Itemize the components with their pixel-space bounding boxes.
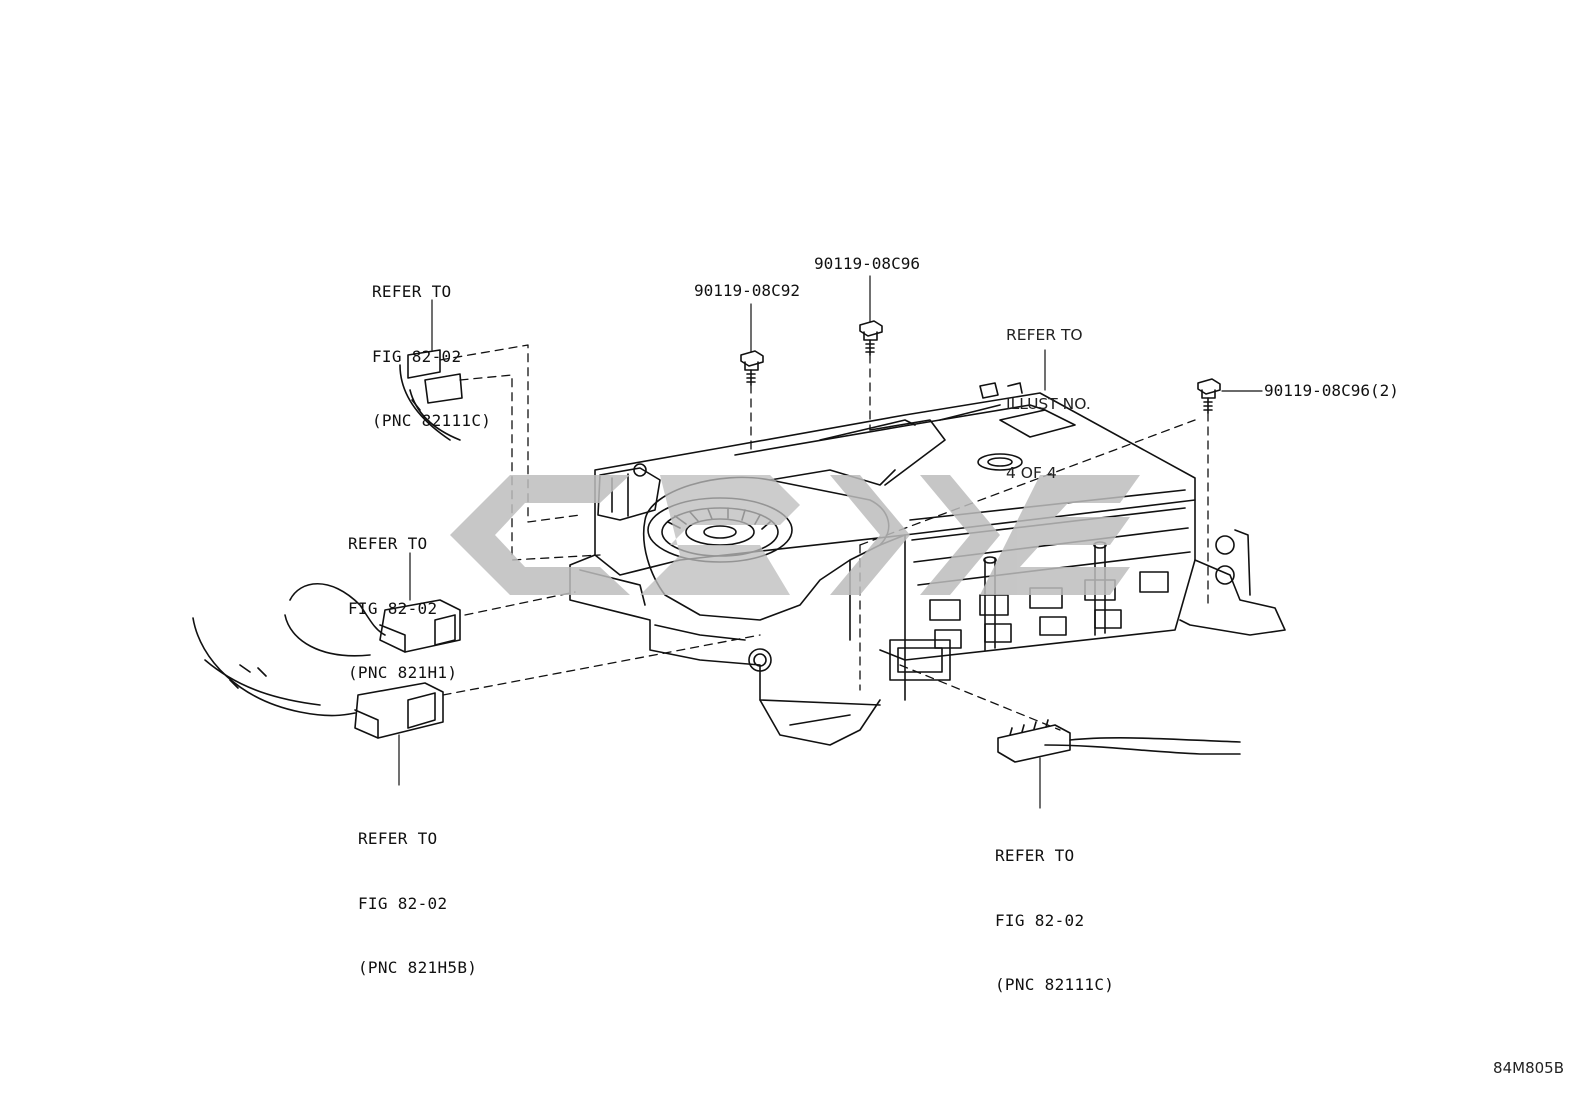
callout-line: (PNC 821H5B) xyxy=(358,958,478,977)
callout-line: REFER TO xyxy=(348,534,428,553)
callout-line: (PNC 82111C) xyxy=(995,975,1115,994)
callout-line: FIG 82-02 xyxy=(358,893,448,913)
callout-line: FIG 82-02 xyxy=(348,598,438,618)
callout-refer-illust: REFER TO ILLUST NO. 4 OF 4 xyxy=(1006,278,1091,531)
callout-refer-fig-bottom-left: REFER TO FIG 82-02 (PNC 821H5B) xyxy=(358,785,477,1022)
callout-line: REFER TO xyxy=(372,282,452,301)
callout-refer-fig-mid-left: REFER TO FIG 82-02 (PNC 821H1) xyxy=(348,490,457,727)
callout-line: (PNC 82111C) xyxy=(372,411,492,430)
callout-line: FIG 82-02 xyxy=(372,346,462,366)
bolt-right xyxy=(1197,378,1221,414)
callout-line: ILLUST NO. xyxy=(1006,395,1091,413)
part-number-bolt-right[interactable]: 90119-08C96(2) xyxy=(1264,381,1399,400)
bolt-left xyxy=(740,350,764,386)
part-number-bolt-left[interactable]: 90119-08C92 xyxy=(694,281,800,300)
assembly-lines xyxy=(439,344,1209,731)
callout-line: 4 OF 4 xyxy=(1006,464,1057,482)
inverter-body xyxy=(569,382,1286,746)
front-face-ribs xyxy=(929,571,1169,649)
callout-line: REFER TO xyxy=(1006,326,1083,344)
connector-bottom-right xyxy=(997,719,1241,763)
connector-top-left xyxy=(399,349,463,441)
blower-housing xyxy=(597,463,906,641)
callout-refer-fig-bottom-right: REFER TO FIG 82-02 (PNC 82111C) xyxy=(995,802,1114,1039)
callout-line: REFER TO xyxy=(995,846,1075,865)
connector-bottom-left xyxy=(192,617,444,739)
callout-line: FIG 82-02 xyxy=(995,910,1085,930)
callout-line: REFER TO xyxy=(358,829,438,848)
leader-lines xyxy=(398,275,1263,809)
part-number-bolt-center[interactable]: 90119-08C96 xyxy=(814,254,920,273)
connector-mid-left xyxy=(284,582,461,657)
callout-refer-fig-top-left: REFER TO FIG 82-02 (PNC 82111C) xyxy=(372,238,491,475)
illustration-code: 84M805B xyxy=(1493,1059,1564,1077)
bolt-center xyxy=(859,320,883,356)
callout-line: (PNC 821H1) xyxy=(348,663,458,682)
